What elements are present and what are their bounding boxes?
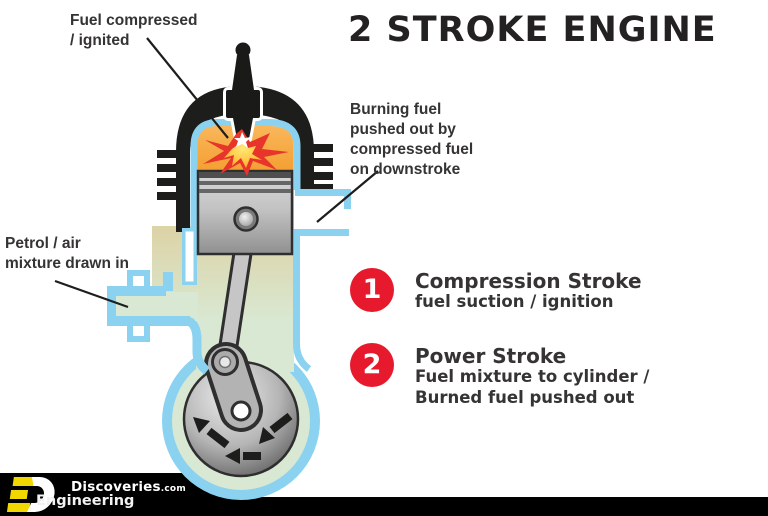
logo-brand: Discoveries.com [71,479,186,495]
cylinder-walls [107,119,351,375]
step-1-badge: 1 [350,268,394,312]
step-2-description-line: Burned fuel pushed out [415,387,635,407]
label-petrol-air: Petrol / air mixture drawn in [5,234,129,274]
step-2-description: Fuel mixture to cylinder / Burned fuel p… [415,367,649,408]
pointer-lines [54,37,379,309]
pointer-petrol-air [54,279,129,309]
label-line: on downstroke [350,161,461,178]
logo-brand-tld: .com [160,484,186,494]
step-2-badge: 2 [350,343,394,387]
logo-brand-name: Discoveries [71,479,161,495]
piston [196,169,294,256]
ignition-flame [203,129,289,176]
label-line: mixture drawn in [5,255,130,272]
label-line: Burning fuel [350,101,442,118]
connecting-rod [204,240,263,432]
exhaust-port [293,189,351,236]
pointer-fuel-compressed [146,37,229,139]
label-burning-fuel: Burning fuel pushed out by compressed fu… [350,100,473,180]
cylinder-head [157,86,333,232]
intake-port [107,270,190,342]
step-2-heading: Power Stroke [415,344,567,368]
step-1-description: fuel suction / ignition [415,292,614,311]
pointer-burning-fuel [316,170,379,223]
page-title: 2 STROKE ENGINE [348,10,717,50]
label-line: Fuel compressed [70,12,198,29]
label-line: Petrol / air [5,235,81,252]
cooling-fins-right [312,144,333,192]
label-line: / ignited [70,32,130,49]
crank-pin [230,400,252,422]
rotation-arrows [193,412,293,464]
label-line: compressed fuel [350,141,474,158]
label-fuel-compressed: Fuel compressed / ignited [70,11,198,51]
step-1-heading: Compression Stroke [415,269,642,293]
transfer-port [182,228,197,285]
step-2-description-line: Fuel mixture to cylinder / [415,367,650,386]
label-line: pushed out by [350,121,456,138]
logo-division: Engineering [36,493,135,509]
logo-monogram-icon [6,477,55,512]
cooling-fins-left [157,150,178,200]
